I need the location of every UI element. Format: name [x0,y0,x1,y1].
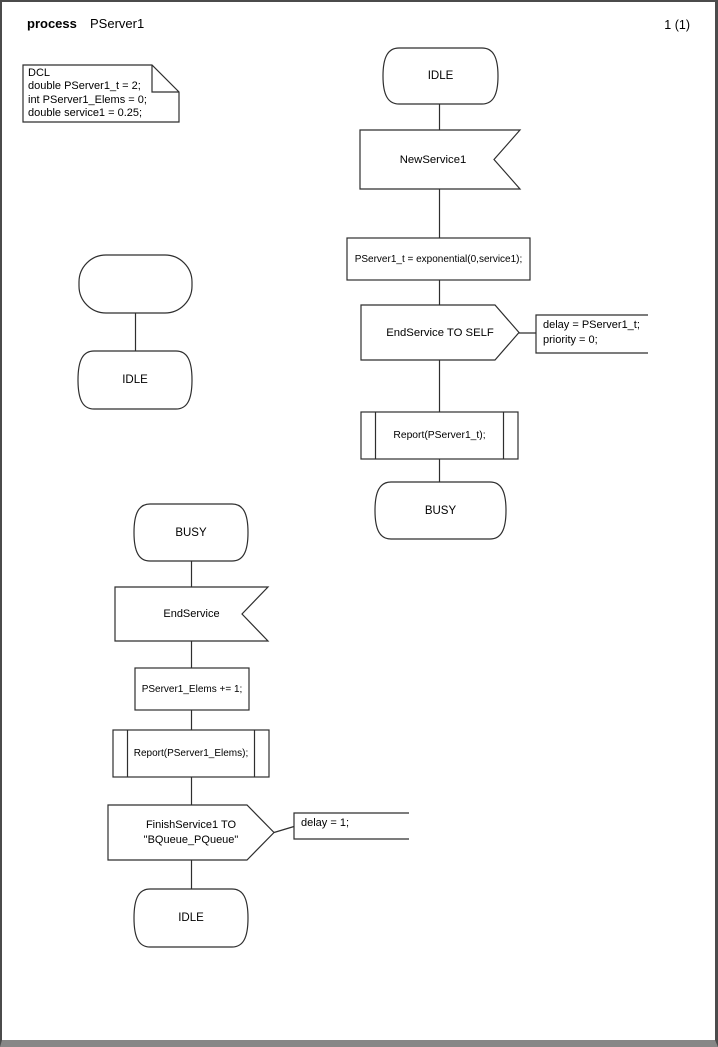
state-symbol-idle-top[interactable] [382,47,499,105]
task-symbol-elems-increment[interactable] [134,667,250,711]
comment-symbol-delay1[interactable] [293,812,409,840]
process-kind-label: process [27,16,77,31]
input-symbol-endservice[interactable] [114,586,270,642]
comment-text-delay1: delay = 1; [301,817,350,829]
procedure-call-symbol-report-t[interactable] [360,411,519,460]
output-symbol-finishservice1[interactable] [107,804,275,861]
process-name: PServer1 [90,16,145,31]
task-symbol-exponential[interactable] [346,237,531,281]
comment-line: delay = PServer1_t; [543,319,640,331]
state-symbol-busy-top[interactable] [133,503,249,562]
start-symbol[interactable] [78,254,193,314]
dcl-line: double service1 = 0.25; [28,106,143,119]
dcl-line: DCL [28,67,51,79]
comment-symbol-delay-priority[interactable] [535,314,648,354]
folded-corner-icon [151,65,179,93]
page-number: 1 (1) [664,18,690,32]
input-symbol-newservice1[interactable] [359,129,522,190]
comment-text-delay-priority: delay = PServer1_t; priority = 0; [543,318,640,347]
dcl-line: int PServer1_Elems = 0; [28,93,147,106]
comment-line: priority = 0; [543,333,598,346]
dcl-declarations: DCL double PServer1_t = 2; int PServer1_… [28,67,147,120]
dcl-line: double PServer1_t = 2; [28,80,141,93]
text-symbol-dcl[interactable] [22,64,180,123]
state-symbol-idle-bottom[interactable] [133,888,249,948]
state-symbol-idle-start[interactable] [77,350,193,410]
output-symbol-endservice-to-self[interactable] [360,304,520,361]
comment-connector-line [273,825,295,834]
state-symbol-busy-bottom[interactable] [374,481,507,540]
procedure-call-symbol-report-elems[interactable] [112,729,270,778]
